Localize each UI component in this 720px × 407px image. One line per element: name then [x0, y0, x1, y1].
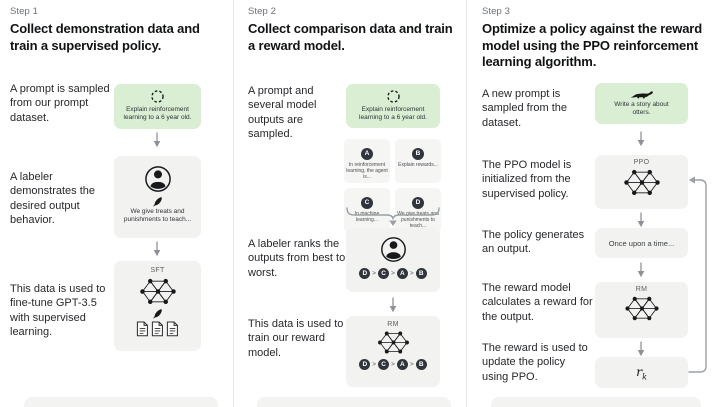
rank-separator: >	[409, 270, 414, 277]
documents-icon	[114, 321, 201, 337]
step3-output-text: Once upon a time...	[608, 238, 675, 248]
rank-badge: D	[359, 359, 371, 370]
rank-separator: >	[391, 270, 395, 277]
output-c-badge: C	[361, 197, 373, 210]
rank-badge: C	[378, 359, 390, 370]
arrow-down-icon	[389, 297, 397, 313]
step2-rank-caption: A labeler ranks the outputs from best to…	[248, 238, 346, 279]
step2-labeler-box: D > C > A > B	[346, 228, 440, 292]
labeler-person-icon	[380, 237, 406, 262]
step1-finetune-caption: This data is used to fine-tune GPT-3.5 w…	[10, 283, 106, 338]
rank-separator: >	[372, 361, 377, 368]
arrow-down-icon	[637, 262, 645, 278]
step1-labeler-caption: A labeler demonstrates the desired outpu…	[10, 171, 95, 226]
rank-badge: B	[415, 359, 427, 370]
otter-icon	[628, 91, 653, 99]
step3-ppo-caption: The PPO model is initialized from the su…	[482, 159, 572, 200]
rank-badge: A	[396, 268, 408, 279]
rank-badge: D	[359, 268, 371, 279]
arrow-down-icon	[637, 212, 645, 228]
pen-icon	[153, 308, 163, 319]
step3-output-box: Once upon a time...	[595, 228, 688, 258]
column-divider	[466, 0, 467, 407]
step3-title: Optimize a policy against the reward mod…	[482, 21, 702, 69]
pen-icon	[153, 196, 163, 207]
output-a-text: In reinforcement learning, the agent is.…	[346, 161, 388, 181]
rm-label: RM	[635, 286, 648, 293]
step3-rm-box: RM	[595, 282, 688, 338]
output-a: A In reinforcement learning, the agent i…	[344, 139, 390, 184]
step2-title: Collect comparison data and train a rewa…	[248, 21, 453, 53]
rank-separator: >	[391, 361, 395, 368]
output-c: C In machine learning...	[344, 188, 390, 233]
reward-symbol: rk	[636, 363, 647, 382]
rank-badge: C	[378, 268, 390, 279]
output-b-text: Explain rewards...	[398, 161, 438, 168]
step3-label: Step 3	[482, 6, 511, 17]
rank-badge: B	[415, 268, 427, 279]
step3-update-caption: The reward is used to update the policy …	[482, 342, 588, 383]
arrow-down-icon	[637, 341, 645, 357]
step3-ppo-box: PPO	[595, 155, 688, 209]
labeler-person-icon	[144, 166, 171, 192]
arrow-down-icon	[153, 241, 161, 257]
output-a-badge: A	[361, 148, 373, 160]
step2-rm-caption: This data is used to train our reward mo…	[248, 318, 344, 359]
arrow-down-icon	[637, 131, 645, 147]
step3-prompt-caption: A new prompt is sampled from the dataset…	[482, 88, 567, 129]
step3-output-caption: The policy generates an output.	[482, 229, 585, 256]
step2-label: Step 2	[248, 6, 277, 17]
sft-label: SFT	[150, 267, 165, 274]
step1-sft-box: SFT	[114, 261, 201, 351]
step1-prompt-caption: A prompt is sampled from our prompt data…	[10, 83, 110, 124]
rank-separator: >	[409, 361, 414, 368]
output-c-text: In machine learning...	[354, 210, 380, 223]
ppo-label: PPO	[633, 159, 650, 166]
rank-badge: A	[396, 359, 408, 370]
output-b-badge: B	[412, 148, 424, 160]
step2-prompt-box: Explain reinforcement learning to a 6 ye…	[346, 84, 440, 128]
rank-separator: >	[372, 270, 377, 277]
step3-reward-model-caption: The reward model calculates a reward for…	[482, 282, 593, 323]
step2-prompt-text: Explain reinforcement learning to a 6 ye…	[359, 106, 427, 122]
sample-prompt-icon	[386, 90, 400, 103]
ranking-row: D > C > A > B	[346, 268, 440, 279]
sample-prompt-icon	[151, 90, 164, 103]
step1-label: Step 1	[10, 6, 39, 17]
output-d-badge: D	[412, 197, 424, 210]
step2-rm-box: RM D > C > A > B	[346, 316, 440, 387]
rm-label: RM	[387, 321, 399, 328]
ranking-row: D > C > A > B	[346, 359, 440, 370]
neural-net-icon	[624, 296, 659, 321]
neural-net-icon	[139, 278, 176, 305]
model-outputs-grid: A In reinforcement learning, the agent i…	[344, 139, 441, 233]
step1-prompt-text: Explain reinforcement learning to a 6 ye…	[123, 106, 192, 122]
step1-labeler-box: We give treats and punishments to teach.…	[114, 156, 201, 238]
neural-net-icon	[377, 331, 409, 354]
output-d-text: We give treats and punishments to teach.…	[397, 210, 439, 230]
loop-arrow-icon	[688, 176, 707, 373]
step2-prompt-caption: A prompt and several model outputs are s…	[248, 85, 317, 140]
brace-icon	[346, 207, 440, 226]
column-divider	[233, 0, 234, 407]
arrow-down-icon	[153, 132, 161, 148]
step3-reward-box: rk	[595, 357, 688, 388]
cutoff-box	[257, 397, 451, 407]
step3-prompt-text: Write a story about otters.	[614, 101, 669, 117]
cutoff-box	[491, 397, 701, 407]
step3-prompt-box: Write a story about otters.	[595, 83, 688, 124]
step1-prompt-box: Explain reinforcement learning to a 6 ye…	[114, 84, 201, 129]
output-b: B Explain rewards...	[395, 139, 441, 184]
output-d: D We give treats and punishments to teac…	[395, 188, 441, 233]
step1-demo-text: We give treats and punishments to teach.…	[123, 208, 192, 224]
neural-net-icon	[623, 169, 660, 196]
cutoff-box	[24, 397, 218, 407]
step1-title: Collect demonstration data and train a s…	[10, 21, 200, 53]
